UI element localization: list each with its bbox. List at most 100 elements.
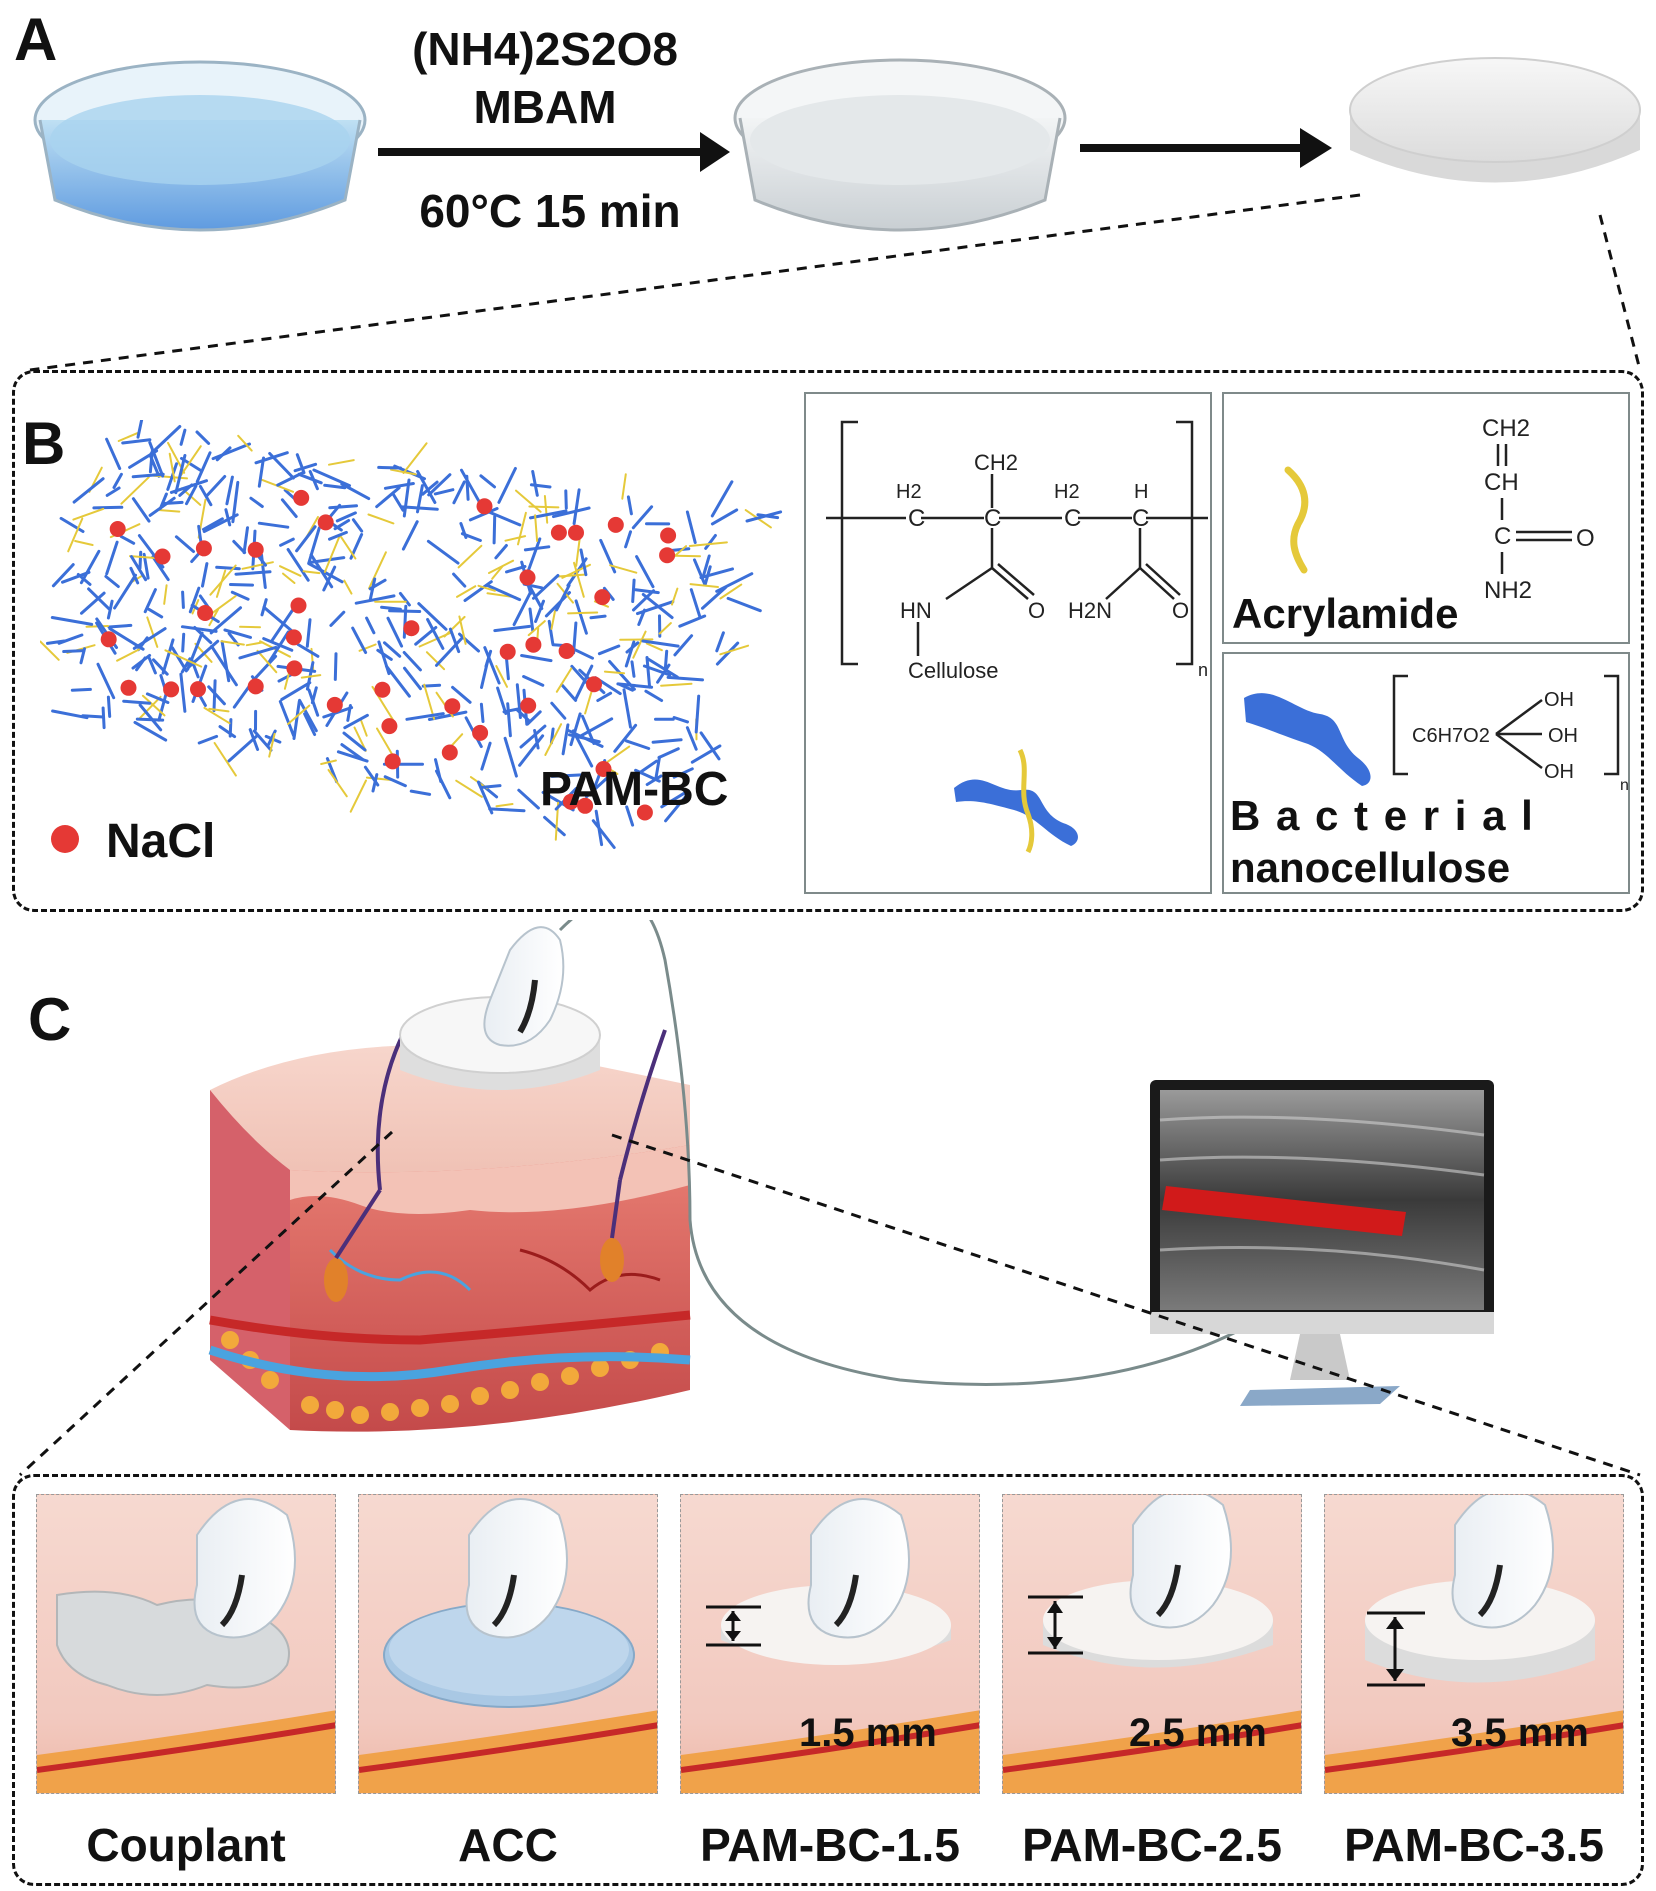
network-fiber xyxy=(426,618,445,650)
crosslinker-label: MBAM xyxy=(473,81,617,133)
network-fiber xyxy=(254,451,289,465)
network-fiber xyxy=(409,789,432,796)
network-fiber xyxy=(351,626,368,654)
network-fiber xyxy=(179,428,187,446)
atom-hn: HN xyxy=(900,598,932,623)
network-fiber xyxy=(157,509,181,513)
network-fiber xyxy=(502,707,522,714)
network-fiber xyxy=(457,544,483,569)
network-fiber xyxy=(327,768,348,798)
network-fiber xyxy=(215,569,227,598)
nacl-particle xyxy=(290,597,307,614)
network-fiber xyxy=(625,641,640,654)
zoom-line-left xyxy=(29,193,1361,372)
network-fiber xyxy=(218,725,237,739)
network-fiber xyxy=(421,683,442,688)
acrylamide-label: Acrylamide xyxy=(1232,590,1459,637)
network-fiber xyxy=(310,686,318,705)
network-fiber xyxy=(435,637,464,667)
nacl-particle xyxy=(499,643,516,660)
nacl-particle xyxy=(519,569,536,586)
network-fiber xyxy=(651,738,683,744)
network-fiber xyxy=(298,698,318,733)
network-fiber xyxy=(519,724,547,749)
network-fiber xyxy=(452,572,467,588)
nacl-particle xyxy=(109,521,126,537)
network-fiber xyxy=(179,672,187,713)
network-fiber xyxy=(609,564,638,574)
network-fiber xyxy=(403,666,422,691)
network-fiber xyxy=(552,506,591,519)
network-fiber xyxy=(493,624,532,633)
network-fiber xyxy=(455,779,483,798)
network-fiber xyxy=(664,793,689,823)
network-fiber xyxy=(534,514,539,542)
network-fiber xyxy=(685,726,698,751)
network-fiber xyxy=(375,486,401,509)
network-fiber xyxy=(147,607,164,619)
network-fiber xyxy=(719,583,743,600)
network-fiber xyxy=(624,739,651,750)
network-fiber xyxy=(238,645,278,660)
network-fiber xyxy=(693,558,707,587)
nacl-particle xyxy=(558,643,575,659)
network-fiber xyxy=(528,607,535,633)
nacl-particle xyxy=(525,636,542,653)
network-fiber xyxy=(405,712,445,721)
network-fiber xyxy=(642,664,672,677)
svg-text:CH: CH xyxy=(1484,469,1519,496)
network-fiber xyxy=(496,686,508,715)
atom-o-right: O xyxy=(1172,598,1189,623)
network-fiber xyxy=(630,660,636,678)
network-fiber xyxy=(237,434,253,452)
network-fiber xyxy=(230,590,250,601)
svg-text:C: C xyxy=(1064,505,1081,532)
network-fiber xyxy=(142,552,150,580)
network-fiber xyxy=(207,685,226,706)
network-fiber xyxy=(485,583,522,602)
network-fiber xyxy=(295,525,317,553)
pam-bc-label: PAM-BC xyxy=(540,763,729,816)
network-fiber xyxy=(660,682,693,687)
network-fiber xyxy=(531,470,539,497)
network-fiber xyxy=(107,623,133,629)
network-fiber xyxy=(168,452,176,483)
network-fiber xyxy=(704,534,717,550)
nacl-particle xyxy=(659,547,676,564)
network-fiber xyxy=(702,554,711,577)
network-fiber xyxy=(148,449,154,474)
network-fiber xyxy=(418,632,451,648)
network-fiber xyxy=(644,689,664,702)
network-fiber xyxy=(483,646,501,685)
network-fiber xyxy=(262,637,294,652)
nacl-particle xyxy=(247,678,264,695)
network-fiber xyxy=(672,716,689,724)
network-fiber xyxy=(268,452,295,480)
network-fiber xyxy=(515,683,522,719)
nacl-particles xyxy=(100,489,677,821)
svg-text:C: C xyxy=(908,505,925,532)
network-fiber xyxy=(135,717,165,722)
network-fiber xyxy=(112,472,123,489)
ultrasound-monitor-icon xyxy=(1150,1080,1494,1406)
network-fiber xyxy=(427,710,468,721)
network-fiber xyxy=(242,526,249,555)
network-fiber xyxy=(573,664,594,702)
network-fiber xyxy=(547,619,555,646)
network-fiber xyxy=(526,537,542,574)
network-fiber xyxy=(617,682,635,692)
network-fiber xyxy=(401,520,419,551)
network-fiber xyxy=(645,656,652,689)
network-fiber xyxy=(421,480,439,496)
network-fiber xyxy=(46,639,66,645)
network-fiber xyxy=(286,548,310,582)
nacl-particle xyxy=(154,548,171,565)
network-fiber xyxy=(715,641,740,666)
network-fiber xyxy=(340,743,365,762)
network-fiber xyxy=(690,744,722,764)
nacl-particle xyxy=(607,516,624,533)
network-fiber xyxy=(342,731,367,752)
network-fiber xyxy=(451,685,472,704)
network-fiber xyxy=(76,573,92,586)
pam-bc-network-graphic xyxy=(40,420,783,849)
